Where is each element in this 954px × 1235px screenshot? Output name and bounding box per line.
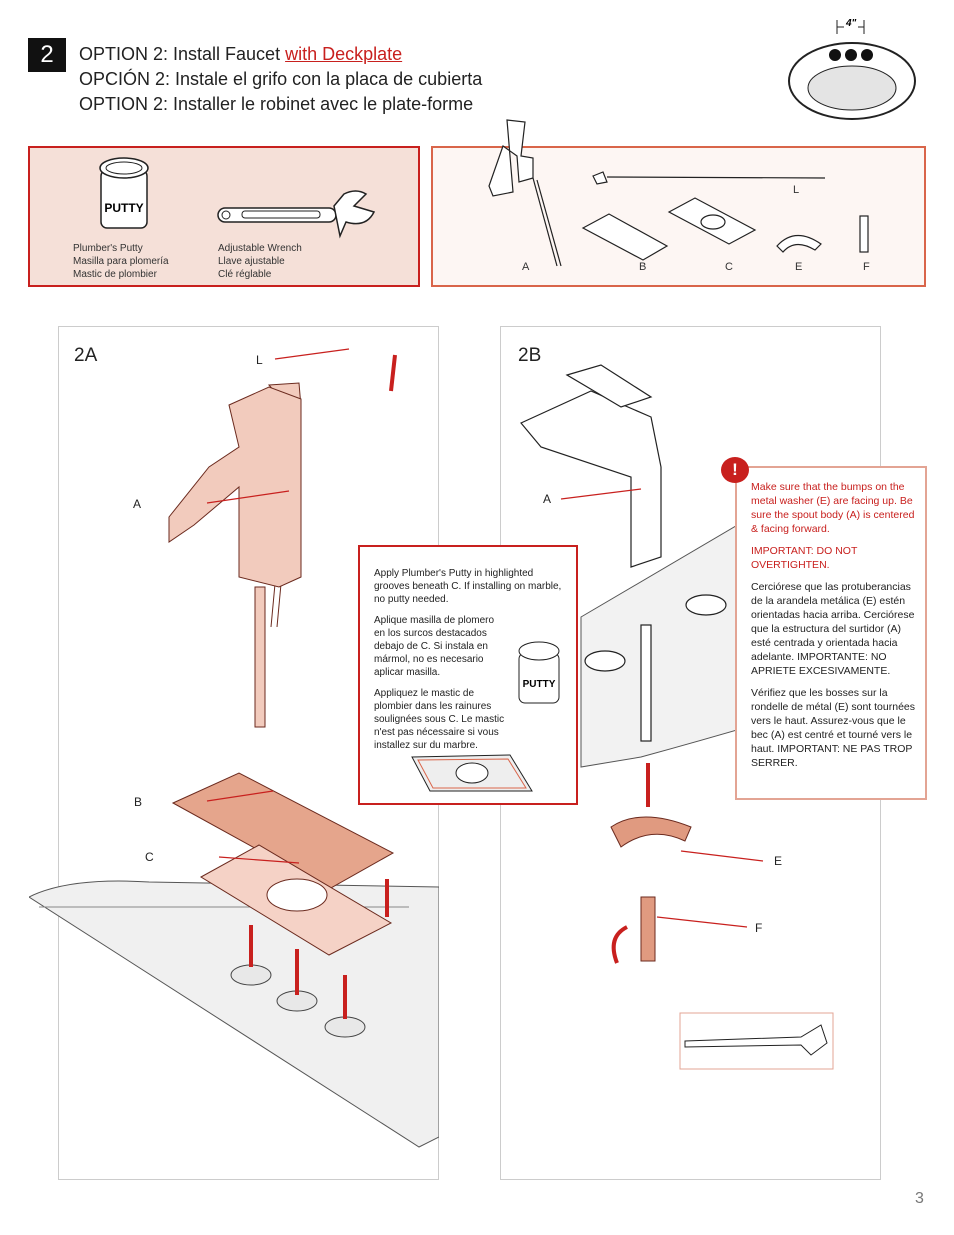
callout-e: E <box>774 854 783 868</box>
panel-2b-title: 2B <box>518 345 542 366</box>
washer-e <box>610 816 692 848</box>
putty-caption-en: Plumber's Putty <box>73 243 143 254</box>
callout-f: F <box>755 921 763 935</box>
warning-en: Make sure that the bumps on the metal wa… <box>751 481 915 535</box>
callout-a: A <box>543 492 552 506</box>
tools-needed-box: PUTTY Plumber's Putty Masilla para plome… <box>28 146 420 287</box>
part-label-l: L <box>793 184 800 196</box>
warning-es: Cerciórese que las protuberancias de la … <box>751 581 915 677</box>
callout-l: L <box>256 353 263 367</box>
title-en-text: OPTION 2: Install Faucet <box>79 44 286 64</box>
mounting-shank <box>254 586 266 728</box>
part-label-a: A <box>522 261 530 273</box>
threaded-shank <box>640 624 652 742</box>
hole-spacing-dimension: 4" <box>846 18 857 29</box>
putty-caption-es: Masilla para plomería <box>73 256 169 267</box>
mounting-rod-a <box>532 177 558 267</box>
panel-2a-title: 2A <box>74 345 98 366</box>
wrench-caption-en: Adjustable Wrench <box>218 243 302 254</box>
callout-c: C <box>145 850 154 864</box>
putty-note-box: Apply Plumber's Putty in highlighted gro… <box>358 545 578 805</box>
part-label-c: C <box>725 261 733 273</box>
gasket-part-b <box>581 213 669 261</box>
nut-f <box>640 896 656 962</box>
part-label-b: B <box>639 261 647 273</box>
faucet-body-a <box>520 390 662 568</box>
putty-caption-fr: Mastic de plombier <box>73 269 157 280</box>
putty-label: PUTTY <box>523 679 556 690</box>
parts-box: L A B C E F <box>431 119 926 287</box>
washer-part-e <box>776 234 822 253</box>
putty-note-fr: Appliquez le mastic de plombier dans les… <box>374 688 505 751</box>
putty-caption: Plumber's Putty Masilla para plomería Ma… <box>73 242 169 281</box>
sink-hole-diagram <box>788 20 916 120</box>
putty-jar-icon: PUTTY <box>518 641 560 704</box>
faucet-body-a <box>168 386 302 588</box>
rotate-arrow <box>611 925 628 964</box>
deckplate-underside-icon <box>411 754 533 792</box>
wrench-caption-es: Llave ajustable <box>218 256 285 267</box>
putty-jar-icon: PUTTY <box>99 157 149 229</box>
warning-fr: Vérifiez que les bosses sur la rondelle … <box>751 687 916 769</box>
callout-a: A <box>133 497 142 511</box>
putty-label: PUTTY <box>104 201 143 215</box>
panel-2a-illustration <box>29 348 439 1148</box>
spout-body-part-a <box>488 119 534 197</box>
title-es: OPCIÓN 2: Instale el grifo con la placa … <box>79 69 483 89</box>
part-label-f: F <box>863 261 870 273</box>
wrench-caption-fr: Clé réglable <box>218 269 272 280</box>
parts-illustration <box>488 119 869 267</box>
putty-note-es: Aplique masilla de plomero en los surcos… <box>374 615 495 678</box>
page-number: 3 <box>915 1190 924 1207</box>
warning-en-important: IMPORTANT: DO NOT OVERTIGHTEN. <box>751 545 858 571</box>
warning-icon: ! <box>721 457 749 483</box>
title-fr: OPTION 2: Installer le robinet avec le p… <box>79 94 474 114</box>
putty-note-en: Apply Plumber's Putty in highlighted gro… <box>374 568 562 605</box>
step-number: 2 <box>28 38 66 72</box>
wrench-icon <box>217 190 376 239</box>
wrench-caption: Adjustable Wrench Llave ajustable Clé ré… <box>218 242 302 281</box>
title-en: OPTION 2: Install Faucet with Deckplate <box>79 44 402 65</box>
part-label-e: E <box>795 261 803 273</box>
warning-box: Make sure that the bumps on the metal wa… <box>735 466 927 800</box>
deckplate-link[interactable]: with Deckplate <box>285 44 403 64</box>
wrench-icon <box>684 1024 828 1056</box>
nut-part-f <box>859 215 869 253</box>
callout-b: B <box>134 795 143 809</box>
